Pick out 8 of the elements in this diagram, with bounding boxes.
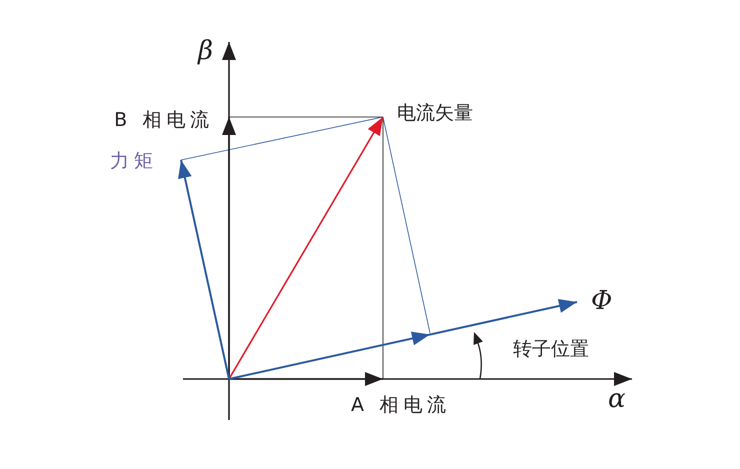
vector-label: A 相电流 xyxy=(351,396,451,415)
vector-label: 电流矢量 xyxy=(397,104,473,123)
axis-label: α xyxy=(608,386,626,412)
vector-label: 力矩 xyxy=(110,152,158,171)
axis-label: β xyxy=(198,38,214,64)
angle-label: 转子位置 xyxy=(513,340,589,359)
vector-label: B 相电流 xyxy=(114,111,214,130)
axis-label: Φ xyxy=(591,288,612,314)
